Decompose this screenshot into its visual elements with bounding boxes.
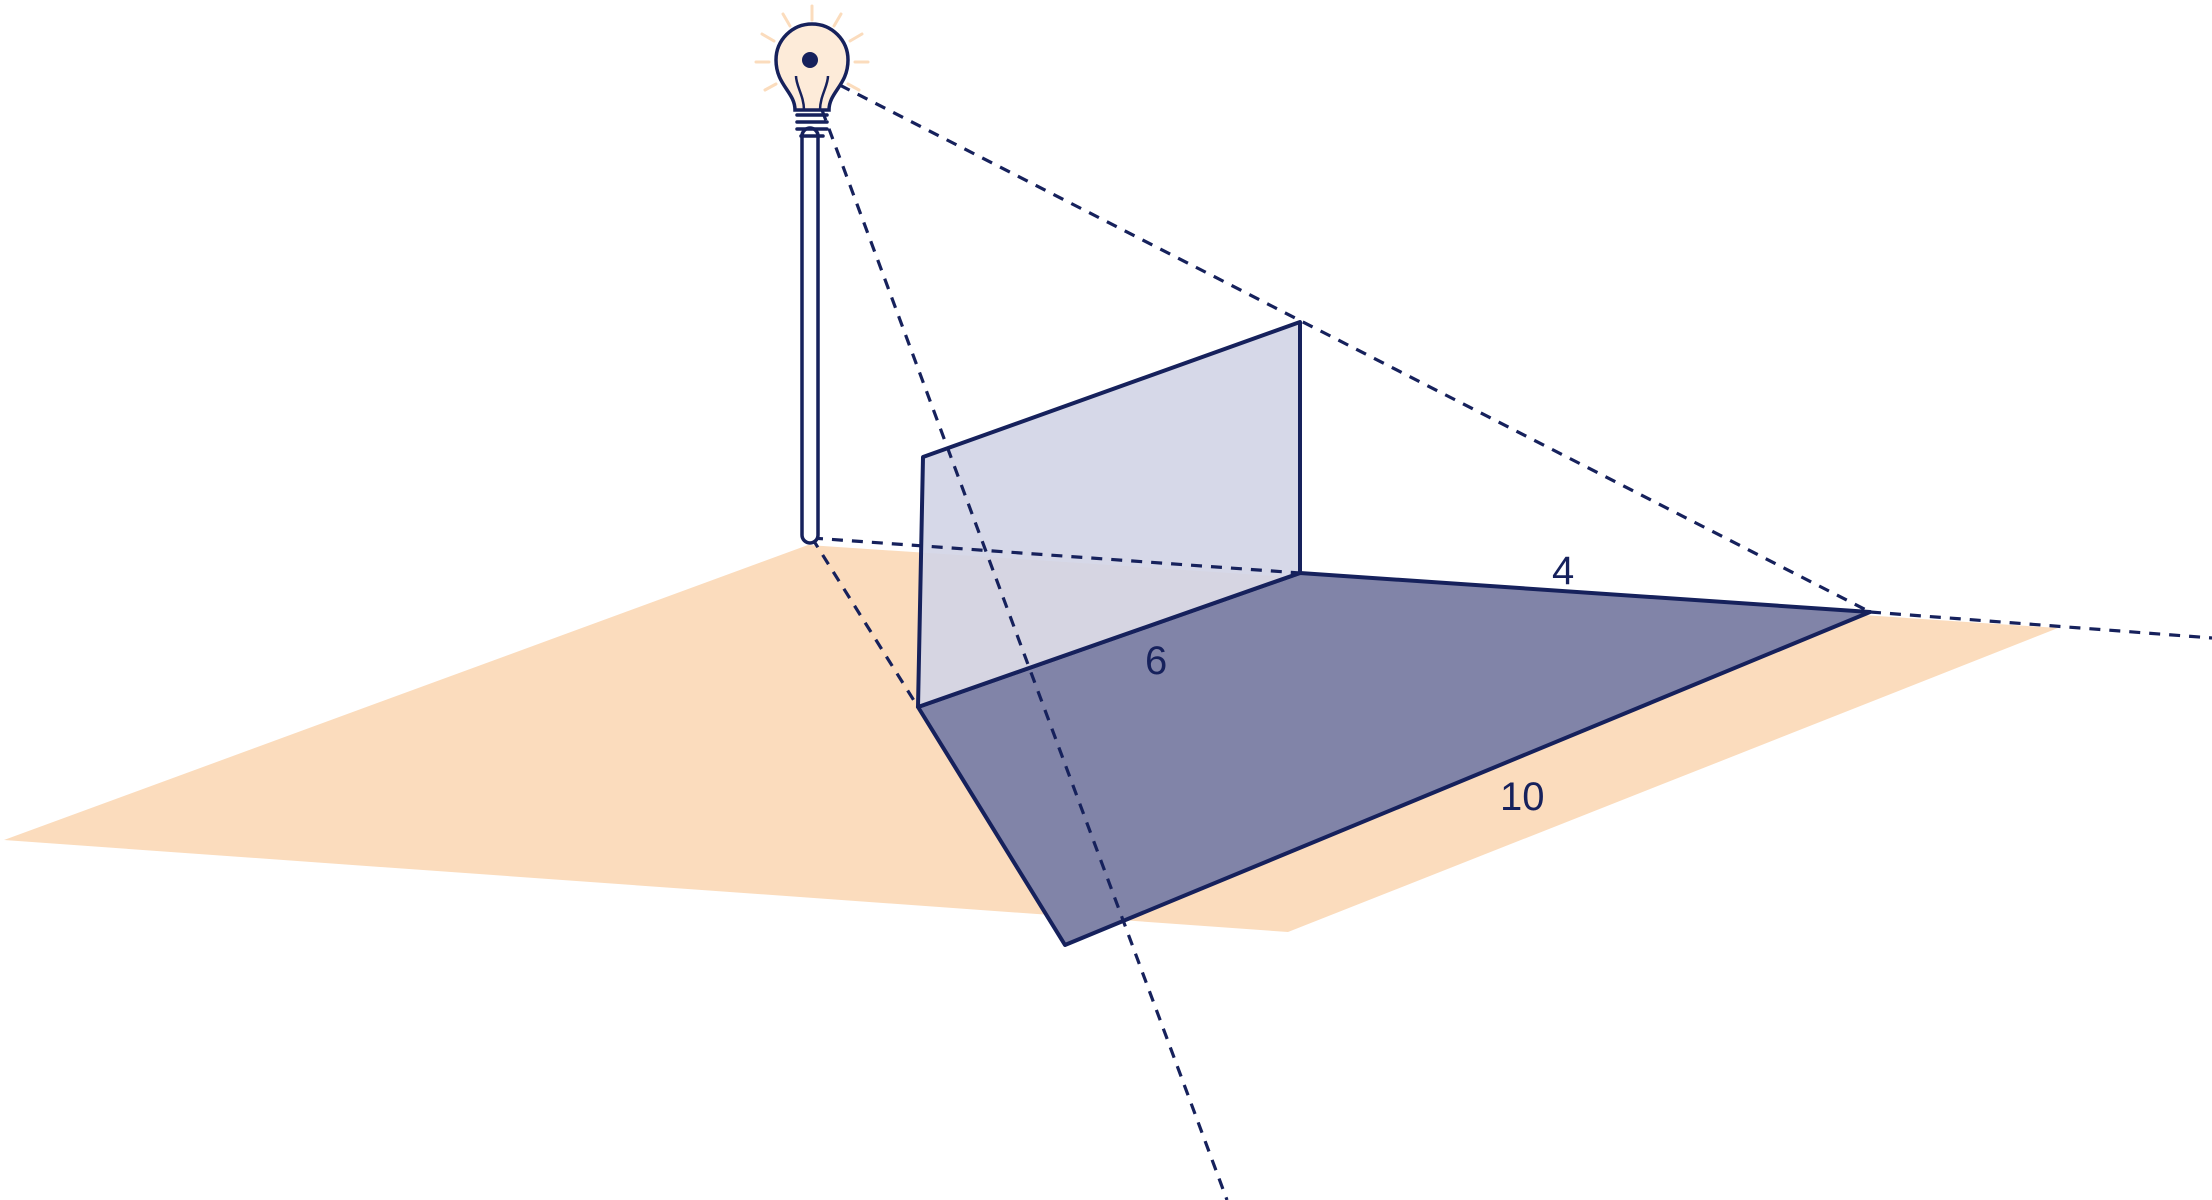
light-rays: [810, 74, 2212, 1200]
light-bulb-icon: [754, 4, 870, 138]
label-long-edge: 10: [1500, 775, 1545, 819]
ray-pole-base-to-wall: [811, 536, 1301, 575]
ray-lamp-to-near-corner: [820, 109, 1229, 1200]
ray-pole-base-to-shadow: [810, 537, 920, 708]
ray-lamp-to-far-corner: [821, 74, 1871, 614]
label-left-edge: 6: [1145, 639, 1167, 683]
lamp-post: [800, 126, 820, 545]
ray-extension-right: [1869, 610, 2212, 640]
label-top-edge: 4: [1552, 549, 1574, 593]
